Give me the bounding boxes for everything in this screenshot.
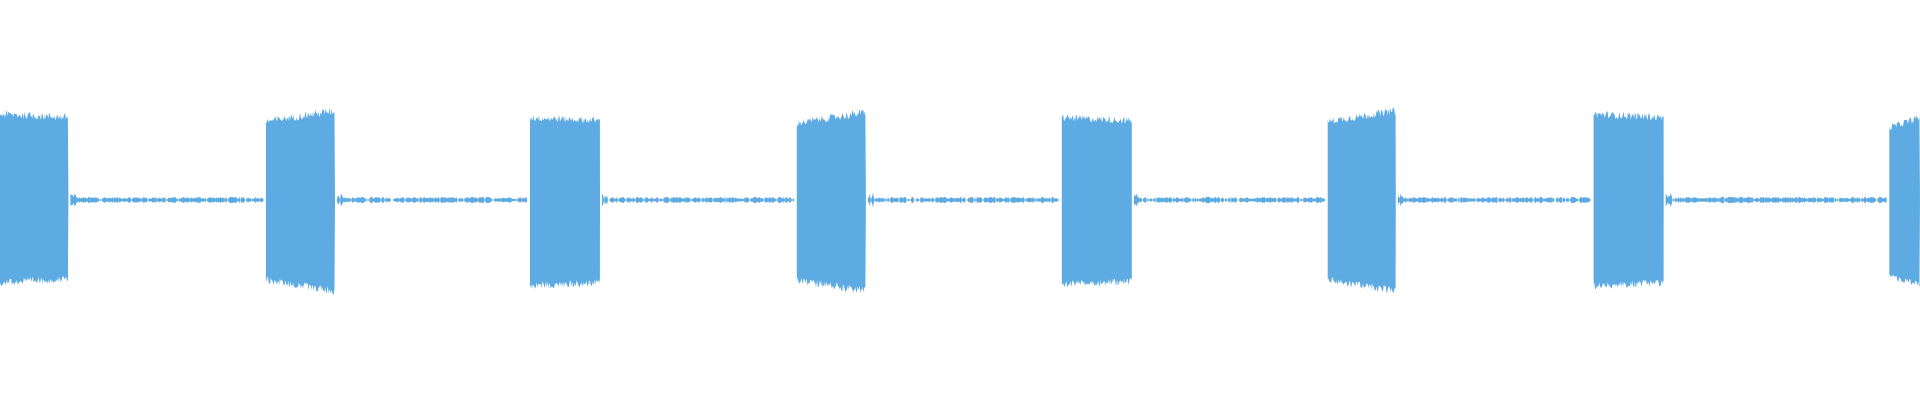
waveform-burst (1327, 107, 1396, 294)
silence-segment (70, 194, 264, 206)
silence-segment (337, 193, 527, 207)
silence-segment (1397, 193, 1591, 207)
silence-segment (867, 193, 1059, 207)
silence-segment (1665, 193, 1887, 207)
waveform-burst (529, 114, 600, 290)
waveform-silence-segments (70, 193, 1887, 207)
silence-segment (1133, 193, 1325, 207)
waveform-burst (1061, 114, 1132, 288)
waveform-burst (1889, 115, 1920, 288)
waveform-burst (265, 107, 335, 295)
silence-segment (602, 194, 794, 206)
waveform-burst (0, 110, 69, 286)
waveform-burst (1593, 111, 1664, 290)
waveform-bursts (0, 107, 1920, 295)
waveform-burst (796, 109, 866, 294)
